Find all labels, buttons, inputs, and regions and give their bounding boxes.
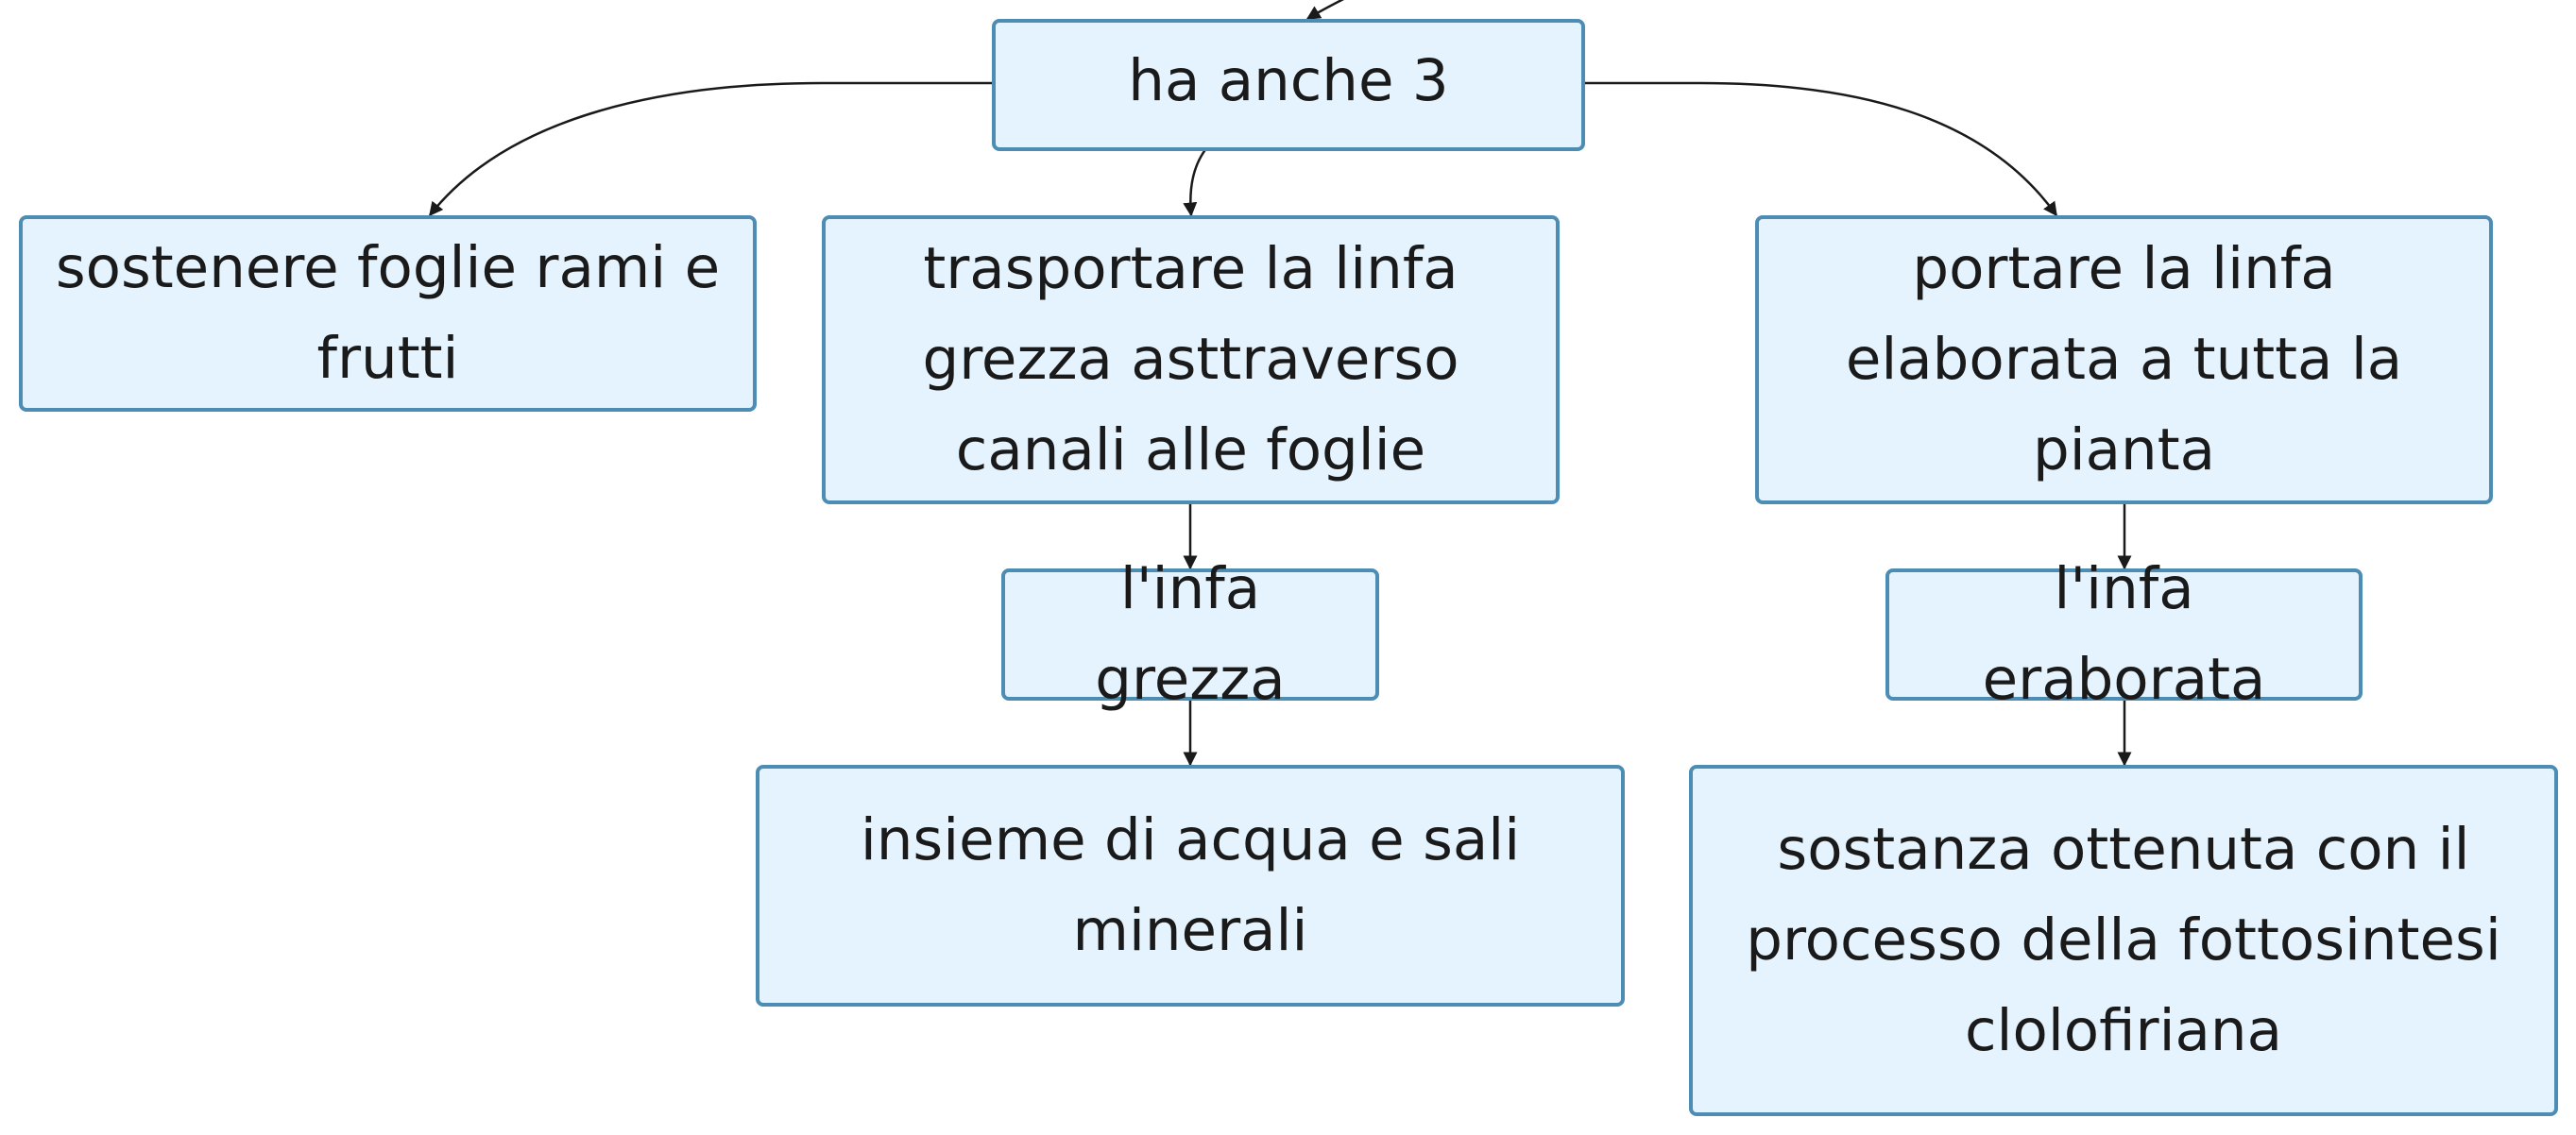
incoming-edge-root <box>1305 0 1344 21</box>
node-processed-sap-def[interactable]: sostanza ottenuta con il processo della … <box>1689 765 2558 1116</box>
node-root-label: ha anche 3 funzioni <box>1128 47 1449 147</box>
node-fn-raw-sap[interactable]: trasportare la linfa grezza asttraverso … <box>822 215 1560 504</box>
node-raw-sap-def-label: insieme di acqua e sali minerali <box>860 806 1521 964</box>
edge-root-to-fn-processed-sap <box>1585 81 2058 217</box>
node-processed-sap-label: l'infa eraborata <box>1982 555 2266 713</box>
node-processed-sap-def-label: sostanza ottenuta con il processo della … <box>1746 816 2501 1064</box>
node-raw-sap-label: l'infa grezza <box>1095 555 1286 713</box>
edge-root-to-fn-support <box>429 81 992 217</box>
node-processed-sap[interactable]: l'infa eraborata <box>1885 555 2363 713</box>
node-raw-sap-def[interactable]: insieme di acqua e sali minerali <box>756 765 1625 1007</box>
edge-root-to-fn-raw-sap <box>1183 146 1208 217</box>
node-fn-processed-sap-label: portare la linfa elaborata a tutta la pi… <box>1845 235 2403 483</box>
node-fn-processed-sap[interactable]: portare la linfa elaborata a tutta la pi… <box>1755 215 2493 504</box>
node-fn-support-label: sostenere foglie rami e frutti <box>55 234 721 392</box>
node-fn-support[interactable]: sostenere foglie rami e frutti <box>19 215 757 412</box>
node-root[interactable]: ha anche 3 funzioni <box>992 19 1585 151</box>
node-fn-raw-sap-label: trasportare la linfa grezza asttraverso … <box>922 235 1459 483</box>
node-raw-sap[interactable]: l'infa grezza <box>1001 555 1379 713</box>
